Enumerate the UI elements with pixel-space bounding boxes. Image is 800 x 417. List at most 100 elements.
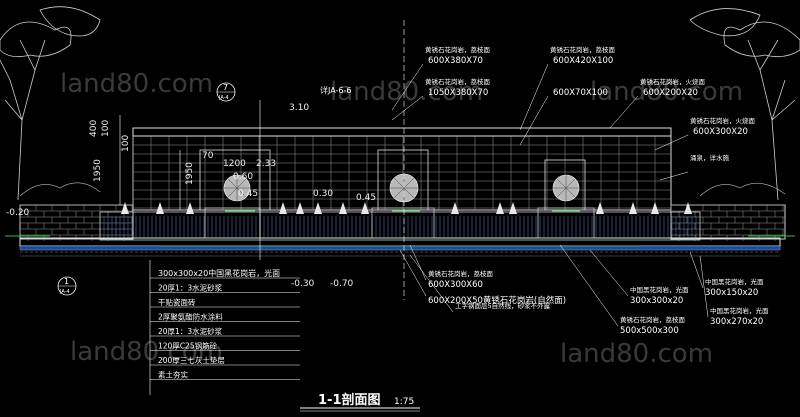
drawing-scale: 1:75 — [394, 397, 414, 407]
dimension-labels: 400 100 1950 1950 100 1200 3.10 2.33 0.6… — [6, 103, 376, 289]
dim-text: 70 — [202, 151, 214, 161]
layer-item: 200厚三七灰土垫层 — [158, 355, 225, 365]
callout: 黄锈石花岗岩，荔枝面 500x500x300 — [559, 244, 686, 336]
water-jet-icon — [651, 202, 659, 214]
callout-material: 工字钢面层5自然线，砂浆不外露 — [455, 301, 551, 310]
callout: 600X200X50黄锈石花岗岩(自然面) — [399, 249, 566, 306]
section-number: 7 — [223, 83, 228, 92]
water-jet-icon — [684, 202, 692, 214]
callouts-top: 黄锈石花岗岩，荔枝面600X380X70黄锈石花岗岩，荔枝面1050X380X7… — [391, 45, 756, 181]
tree-right-icon — [689, 8, 800, 201]
construction-lines — [119, 20, 405, 300]
dim-text: -0.20 — [6, 208, 30, 218]
callout-material: 黄锈石花岗岩，火烧面 — [690, 116, 756, 125]
callout: 中国黑花岗岩，光面 300x300x20 — [589, 249, 689, 306]
dim-text: 1950 — [185, 162, 195, 185]
dim-text: 3.10 — [289, 103, 309, 113]
callout-material: 黄锈石花岗岩，荔枝面 — [428, 269, 494, 278]
callout-material: 中国黑花岗岩，光面 — [710, 306, 769, 315]
dim-text: 1200 — [223, 159, 246, 169]
layer-item: 干贴瓷面砖 — [158, 297, 196, 307]
dim-text: 100 — [101, 120, 111, 137]
fountain-niche — [199, 149, 595, 239]
callout-material: 黄锈石花岗岩，荔枝面 — [425, 45, 491, 54]
water-jet-icon — [121, 202, 692, 214]
callout: 600X70X100 — [519, 88, 608, 146]
layer-item: 20厚1：3水泥砂浆 — [158, 326, 223, 336]
callout-size: 600X300X60 — [428, 280, 483, 290]
section-symbol-bottom: 1 JA-4 — [57, 276, 77, 296]
layer-item: 20厚1：3水泥砂浆 — [158, 283, 223, 293]
water-jet-icon — [296, 202, 304, 214]
water-jet-icon — [509, 202, 517, 214]
water-jet-icon — [596, 202, 604, 214]
callout-size: 500x500x300 — [620, 326, 679, 336]
callout-size: 300x300x20 — [630, 296, 683, 306]
section-number: 1 — [64, 277, 69, 286]
callout-size: 600X420X100 — [553, 56, 613, 66]
detail-reference: 详JA-6-6 — [320, 85, 351, 95]
section-sheet: JA-4 — [218, 95, 229, 101]
water-jet-icon — [496, 202, 504, 214]
callout: 黄锈石花岗岩，火烧面 600X200X20 — [609, 77, 706, 129]
callouts-bottom: 黄锈石花岗岩，荔枝面 600X300X60 600X200X50黄锈石花岗岩(自然面… — [399, 244, 769, 336]
callout-material: 中国黑花岗岩，光面 — [705, 277, 764, 286]
section-symbol-top: 7 JA-4 详JA-6-6 — [216, 82, 351, 102]
dim-text: 0.45 — [356, 193, 376, 203]
shrub-icon — [19, 182, 786, 197]
water-jet-icon — [339, 202, 347, 214]
dim-text: 0.60 — [233, 172, 253, 182]
callout: 涌泉，详水施 — [659, 153, 730, 181]
callout-material: 黄锈石花岗岩，荔枝面 — [550, 45, 616, 54]
callout: 工字钢面层5自然线，砂浆不外露 — [409, 254, 551, 313]
callout-size: 1050X380X70 — [428, 88, 488, 98]
water-jet-icon — [629, 202, 637, 214]
dim-text: -0.70 — [330, 279, 354, 289]
callout-material: 黄锈石花岗岩，荔枝面 — [620, 315, 686, 324]
drawing-title: 1-1剖面图 — [318, 392, 381, 408]
tree-left-icon — [0, 6, 101, 201]
planting-line — [5, 210, 795, 247]
water-jet-icon — [451, 202, 459, 214]
dim-text: -0.30 — [291, 279, 315, 289]
watermark: land80.com — [590, 77, 743, 107]
layer-item: 300x300x20中国黑花岗岩，光面 — [158, 268, 280, 278]
callout-material: 黄锈石花岗岩，荔枝面 — [425, 77, 491, 86]
water-jet-icon — [121, 202, 129, 214]
callout: 黄锈石花岗岩，荔枝面 1050X380X70 — [391, 77, 491, 121]
dim-text: 0.45 — [238, 189, 258, 199]
callout: 黄锈石花岗岩，荔枝面 600X300X60 — [409, 244, 494, 290]
callout-size: 600X200X20 — [643, 88, 698, 98]
watermark: land80.com — [70, 337, 223, 367]
callout-size: 300x150x20 — [705, 288, 758, 298]
callout-size: 600X70X100 — [553, 88, 608, 98]
layer-item: 2厚聚氨酯防水涂料 — [158, 312, 223, 322]
basin — [19, 211, 781, 257]
callout-size: 600X300X20 — [693, 127, 748, 137]
drawing-title-block: 1-1剖面图 1:75 — [300, 392, 420, 412]
callout-size: 600X200X50黄锈石花岗岩(自然面) — [428, 295, 566, 306]
watermark: land80.com — [60, 69, 213, 99]
water-jet-icon — [314, 202, 322, 214]
layer-item: 素土夯实 — [158, 370, 188, 380]
layer-item: 120厚C25钢筋砼 — [158, 341, 218, 351]
watermark: land80.com — [330, 77, 483, 107]
water-jet-icon — [279, 202, 287, 214]
callout-material: 涌泉，详水施 — [690, 153, 730, 162]
dim-text: 2.33 — [256, 159, 276, 169]
section-sheet: JA-4 — [59, 289, 70, 295]
callout-material: 中国黑花岗岩，光面 — [630, 285, 689, 294]
water-jet-icon — [186, 202, 194, 214]
callout: 黄锈石花岗岩，火烧面 600X300X20 — [654, 116, 756, 151]
dim-text: 0.30 — [313, 189, 333, 199]
dim-text: 400 — [89, 120, 99, 137]
dim-text: 100 — [121, 135, 131, 152]
watermark-layer: land80.com land80.com land80.com land80.… — [60, 69, 743, 369]
callout-material: 黄锈石花岗岩，火烧面 — [640, 77, 706, 86]
water-jet-icon — [156, 202, 164, 214]
watermark: land80.com — [560, 339, 713, 369]
